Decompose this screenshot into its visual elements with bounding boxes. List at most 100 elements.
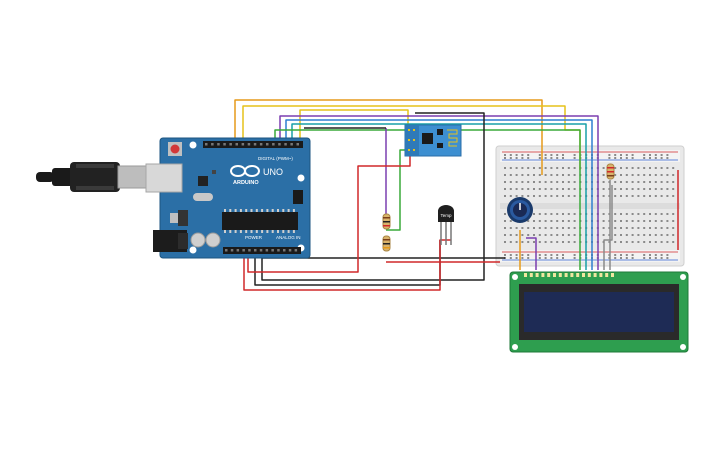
breadboard-hole — [527, 234, 530, 236]
rail-hole — [666, 257, 669, 259]
digital-pin — [272, 143, 275, 146]
breadboard-hole — [672, 241, 675, 243]
breadboard-hole — [509, 220, 512, 222]
chip-pin — [224, 230, 226, 233]
breadboard-hole — [509, 234, 512, 236]
breadboard-hole — [544, 174, 547, 176]
digital-pin — [229, 143, 232, 146]
temperature-sensor-icon[interactable]: Temp — [438, 205, 454, 245]
arduino-uno-board[interactable]: DIGITAL (PWM~) ARDUINO UNO POWER ANALOG … — [145, 137, 311, 259]
chip-pin — [229, 209, 232, 212]
usb-port[interactable] — [145, 163, 183, 193]
breadboard-hole — [550, 241, 553, 243]
breadboard-hole — [556, 241, 559, 243]
breadboard-hole — [654, 220, 657, 222]
chip-pin — [271, 209, 274, 212]
breadboard[interactable] — [495, 145, 685, 267]
breadboard-hole — [602, 213, 605, 215]
breadboard-hole — [515, 188, 518, 190]
breadboard-hole — [631, 181, 634, 183]
crystal — [193, 193, 213, 201]
breadboard-hole — [666, 234, 669, 236]
usb-cable-icon — [36, 162, 147, 192]
rail-hole — [614, 257, 617, 259]
resistor-icon[interactable] — [382, 235, 391, 252]
breadboard-hole — [515, 195, 518, 197]
breadboard-hole — [649, 181, 651, 183]
breadboard-hole — [567, 195, 570, 197]
breadboard-hole — [521, 174, 524, 176]
lcd-pin — [535, 273, 539, 277]
breadboard-hole — [515, 241, 518, 243]
digital-pin-header[interactable] — [203, 141, 303, 148]
breadboard-hole — [672, 174, 675, 176]
rail-hole — [631, 154, 634, 156]
breadboard-hole — [631, 234, 634, 236]
orange-wire — [234, 99, 543, 175]
breadboard-hole — [509, 241, 512, 243]
breadboard-hole — [544, 241, 547, 243]
capacitor — [190, 232, 206, 248]
breadboard-hole — [521, 195, 524, 197]
breadboard-hole — [504, 174, 506, 176]
reset-button-cap[interactable] — [170, 144, 180, 154]
breadboard-hole — [637, 195, 640, 197]
breadboard-hole — [567, 227, 570, 229]
potentiometer-icon[interactable] — [507, 197, 533, 223]
breadboard-hole — [515, 167, 518, 169]
rail-hole — [556, 157, 559, 159]
breadboard-hole — [614, 220, 617, 222]
lcd-pin — [558, 273, 562, 277]
breadboard-hole — [533, 174, 535, 176]
breadboard-hole — [538, 213, 541, 215]
lcd-display[interactable] — [509, 271, 689, 353]
breadboard-hole — [602, 220, 605, 222]
breadboard-hole — [538, 234, 541, 236]
breadboard-hole — [672, 227, 675, 229]
breadboard-hole — [602, 167, 605, 169]
breadboard-hole — [538, 188, 541, 190]
breadboard-hole — [666, 227, 669, 229]
rail-hole — [550, 157, 553, 159]
breadboard-hole — [631, 174, 634, 176]
resistor-icon[interactable] — [606, 163, 615, 180]
chip-pin — [245, 230, 248, 233]
icsp-header — [293, 190, 303, 204]
chip-pin — [266, 230, 269, 233]
arduino-logo-icon — [230, 165, 260, 177]
breadboard-hole — [672, 188, 675, 190]
esp8266-wifi-module-icon[interactable] — [404, 124, 462, 157]
rail-hole — [660, 154, 663, 156]
breadboard-hole — [550, 213, 553, 215]
breadboard-hole — [573, 227, 576, 229]
breadboard-hole — [521, 241, 524, 243]
breadboard-hole — [521, 234, 524, 236]
lcd-screen — [524, 292, 674, 332]
breadboard-hole — [538, 220, 541, 222]
rail-hole — [608, 157, 611, 159]
breadboard-hole — [620, 188, 622, 190]
breadboard-hole — [538, 181, 541, 183]
barrel-jack-icon[interactable] — [153, 230, 188, 252]
breadboard-hole — [556, 220, 559, 222]
digital-pin — [284, 143, 287, 146]
breadboard-hole — [562, 195, 564, 197]
rail-hole — [538, 257, 541, 259]
breadboard-hole — [533, 227, 535, 229]
breadboard-hole — [654, 174, 657, 176]
breadboard-hole — [509, 188, 512, 190]
rail-hole — [509, 157, 512, 159]
lcd-pin — [611, 273, 614, 277]
arduino-model: UNO — [263, 167, 283, 177]
breadboard-hole — [527, 188, 530, 190]
breadboard-hole — [550, 234, 553, 236]
rail-hole — [614, 157, 617, 159]
analog-label: ANALOG IN — [276, 235, 301, 240]
breadboard-hole — [533, 181, 535, 183]
breadboard-hole — [504, 188, 506, 190]
breadboard-hole — [602, 227, 605, 229]
resistor-icon[interactable] — [382, 213, 391, 230]
breadboard-hole — [631, 227, 634, 229]
breadboard-hole — [533, 241, 535, 243]
